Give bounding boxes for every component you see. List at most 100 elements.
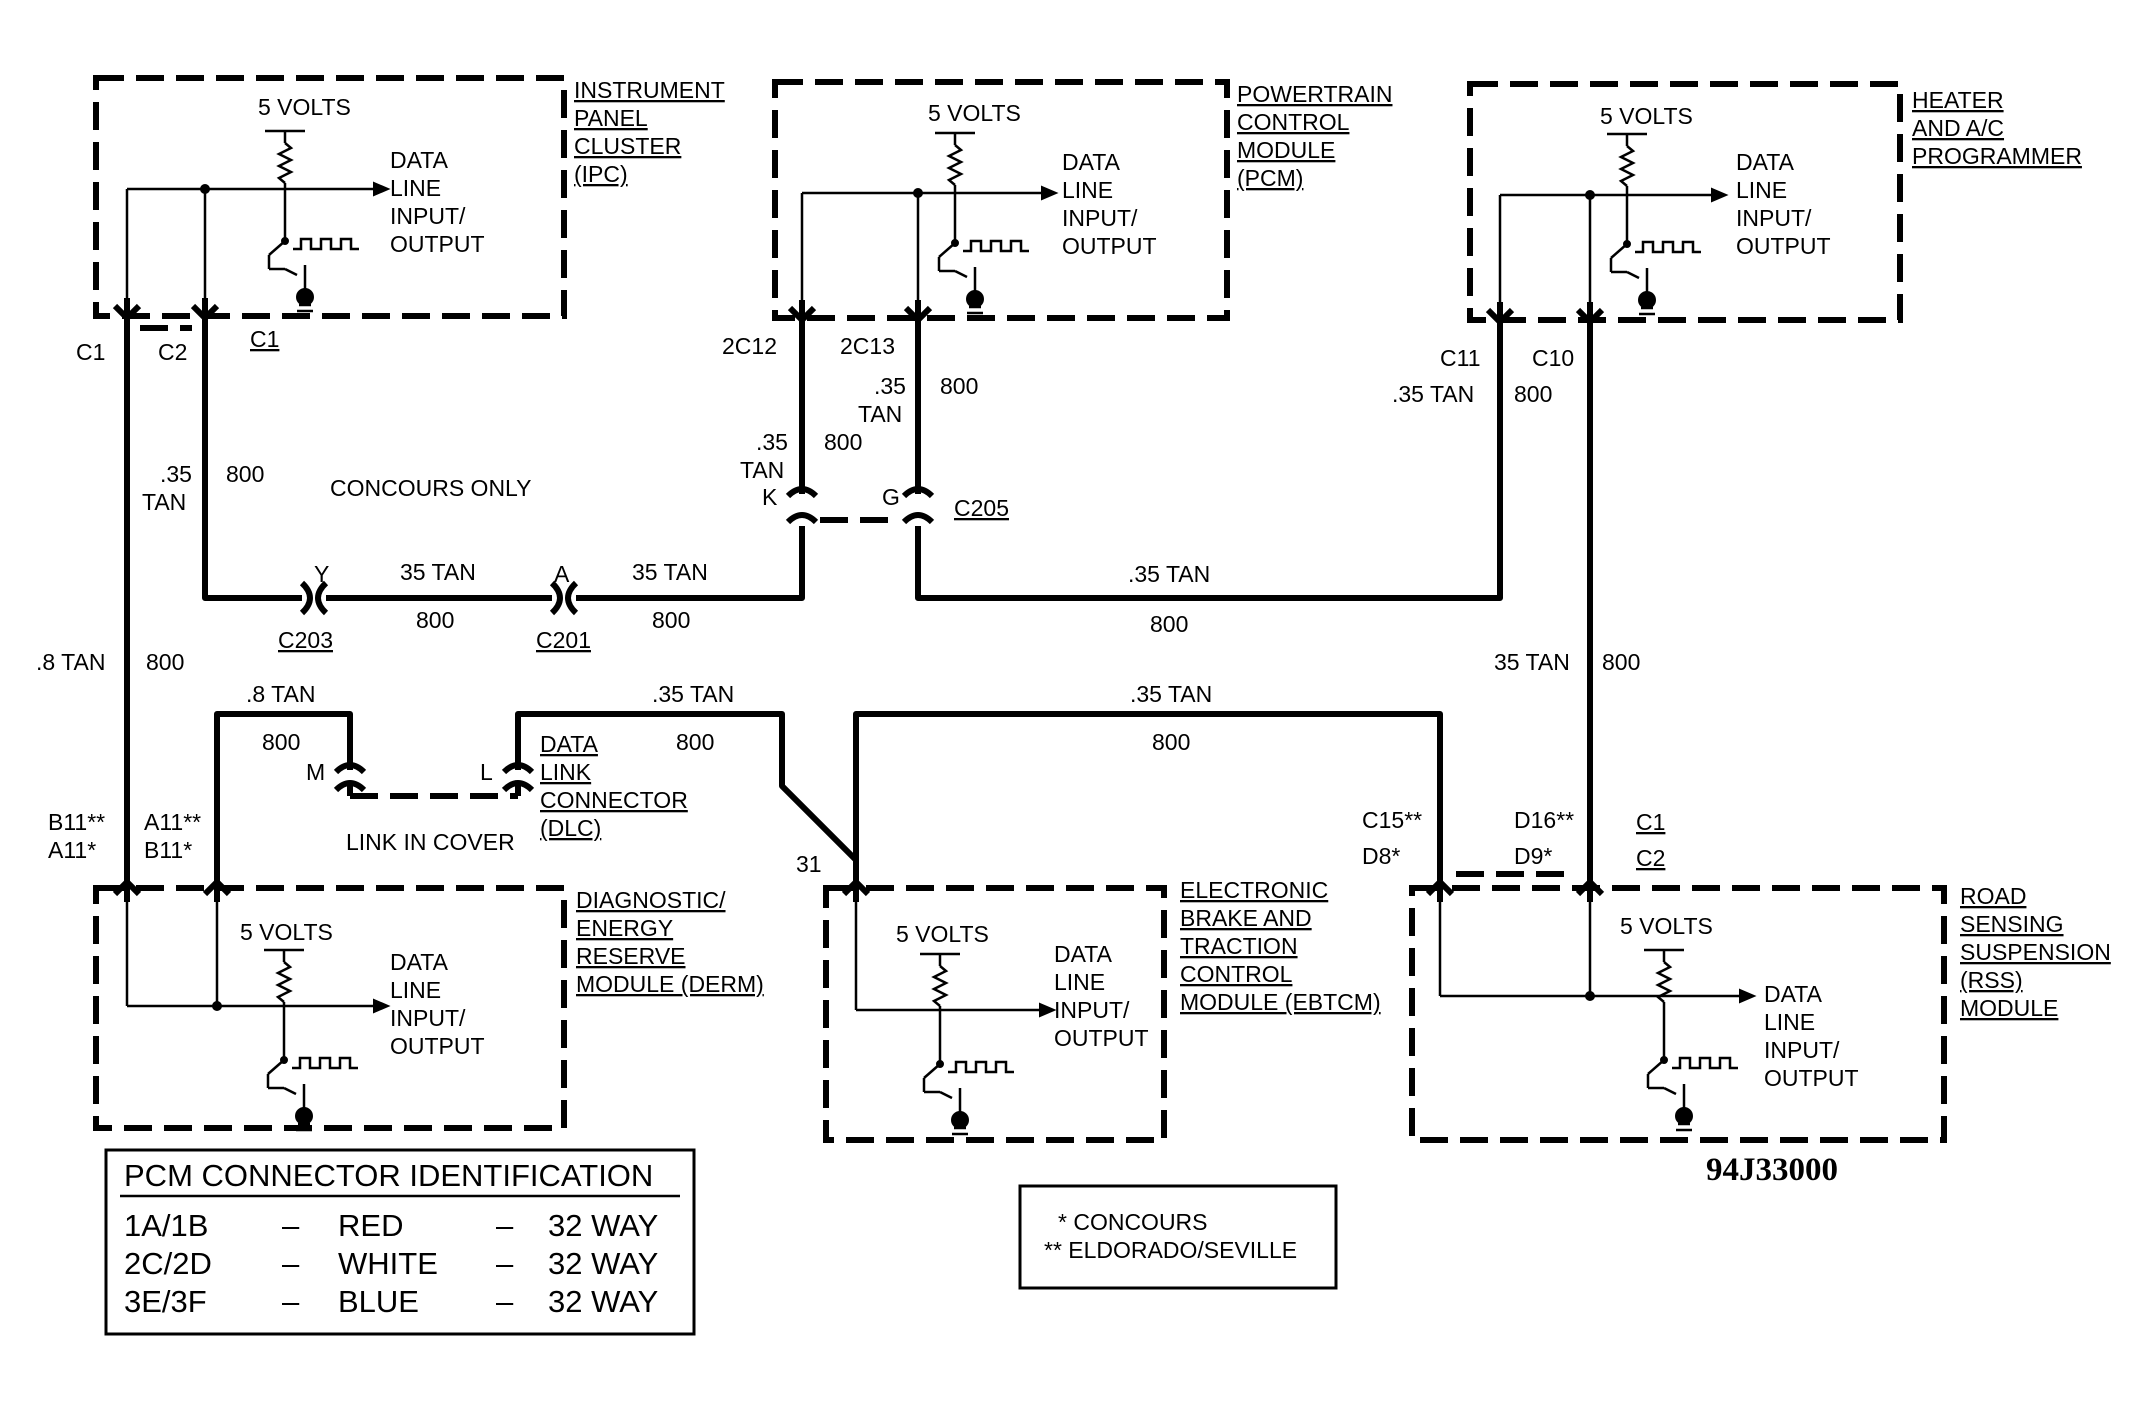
hvac-pin-c11: C11 — [1440, 345, 1481, 371]
pcm-table-row-1: 1A/1B – RED – 32 WAY — [124, 1208, 658, 1243]
rss-pin-d8e: D8* — [1362, 843, 1400, 869]
ebtcm-title-l4: CONTROL — [1180, 961, 1293, 987]
dlc-title-l4: (DLC) — [540, 815, 601, 841]
pcm-title-l4: (PCM) — [1237, 165, 1303, 191]
ebtcm-pin-31-label: 31 — [796, 851, 822, 877]
legend-concours: * CONCOURS — [1058, 1209, 1208, 1235]
pcm-pin-2c13: 2C13 — [840, 333, 895, 359]
ebtcm-rss-wire: .35 TAN — [1130, 681, 1212, 707]
pcm-circuit-symbol — [933, 131, 1031, 315]
derm-pin-1 — [115, 862, 139, 902]
c201-c205-circuit: 800 — [652, 607, 690, 633]
pcm-volts: 5 VOLTS — [928, 100, 1021, 126]
wire-ebtcm-rss — [853, 711, 1443, 870]
rss-connector-c2: C2 — [1636, 845, 1665, 871]
c203-connector-half-b — [315, 580, 329, 616]
hvac-c10-circuit: 800 — [1602, 649, 1640, 675]
svg-text:32 WAY: 32 WAY — [548, 1208, 658, 1243]
pcm-2c13-gauge: .35 — [874, 373, 906, 399]
data-link-connector: M L LINK IN COVER DATA LINK CONNECTOR (D… — [306, 731, 688, 855]
c205-pin-g: G — [882, 484, 900, 510]
derm-pin-2 — [205, 862, 229, 902]
c205-hvac-circuit: 800 — [1150, 611, 1188, 637]
pcm-circuit-l3: INPUT/ — [1062, 205, 1138, 231]
pcm-circuit-l1: DATA — [1062, 149, 1121, 175]
hvac-title-l2: AND A/C — [1912, 115, 2004, 141]
ebtcm-title-l5: MODULE (EBTCM) — [1180, 989, 1381, 1015]
ipc-title-l4: (IPC) — [574, 161, 628, 187]
connector-c205: C205 — [954, 495, 1009, 521]
ebtcm-circuit-l2: LINE — [1054, 969, 1105, 995]
legend-box: * CONCOURS ** ELDORADO/SEVILLE — [1018, 1184, 1338, 1290]
svg-text:32 WAY: 32 WAY — [548, 1246, 658, 1281]
dlc-title-l1: DATA — [540, 731, 599, 757]
ipc-title-l2: PANEL — [574, 105, 648, 131]
rss-title-l3: SUSPENSION — [1960, 939, 2111, 965]
ipc-pin-c2: C2 — [158, 339, 187, 365]
ebtcm-circuit-l1: DATA — [1054, 941, 1113, 967]
ipc-pin-c1: C1 — [76, 339, 105, 365]
svg-text:BLUE: BLUE — [338, 1284, 419, 1319]
ebtcm-volts: 5 VOLTS — [896, 921, 989, 947]
ebtcm-title-l3: TRACTION — [1180, 933, 1298, 959]
rss-pin-1 — [1428, 862, 1452, 902]
svg-text:–: – — [496, 1284, 514, 1319]
derm-pin-a11ee: A11** — [144, 809, 201, 835]
dlc-pin-m-label: M — [306, 759, 325, 785]
hvac-title-l3: PROGRAMMER — [1912, 143, 2082, 169]
module-derm: 5 VOLTS DATA LINE INPUT/ OUTPUT DIAGNOST… — [93, 862, 764, 1132]
rss-title-l4: (RSS) — [1960, 967, 2023, 993]
hvac-pin-c10: C10 — [1532, 345, 1574, 371]
figure-id: 94J33000 — [1706, 1152, 1838, 1188]
svg-text:–: – — [496, 1208, 514, 1243]
hvac-volts: 5 VOLTS — [1600, 103, 1693, 129]
legend-eldorado-seville: ** ELDORADO/SEVILLE — [1044, 1237, 1297, 1263]
module-ebtcm: 5 VOLTS DATA LINE INPUT/ OUTPUT ELECTRON… — [823, 862, 1381, 1143]
pcm-table-title: PCM CONNECTOR IDENTIFICATION — [124, 1158, 653, 1193]
c205-pin-g-bottom — [901, 512, 935, 525]
ipc-circuit-l3: INPUT/ — [390, 203, 466, 229]
ipc-volts: 5 VOLTS — [258, 94, 351, 120]
ipc-c1-circuit: 800 — [146, 649, 184, 675]
svg-text:3E/3F: 3E/3F — [124, 1284, 207, 1319]
c201-pin-a: A — [554, 561, 570, 587]
hvac-circuit-l1: DATA — [1736, 149, 1795, 175]
ebtcm-circuit-symbol — [918, 952, 1016, 1136]
svg-text:WHITE: WHITE — [338, 1246, 438, 1281]
pcm-2c12-circuit: 800 — [824, 429, 862, 455]
derm-circuit-l4: OUTPUT — [390, 1033, 485, 1059]
dlc-title-l2: LINK — [540, 759, 592, 785]
hvac-c11-circuit: 800 — [1514, 381, 1552, 407]
wire-dlc-l-ebtcm — [515, 711, 859, 863]
module-ipc: 5 VOLTS DATA LINE INPUT/ OUTPUT INSTRUME… — [93, 75, 725, 319]
c203-c201-circuit: 800 — [416, 607, 454, 633]
ipc-c2-color: TAN — [142, 489, 186, 515]
hvac-c11-wire: .35 TAN — [1392, 381, 1474, 407]
ebtcm-title-l2: BRAKE AND — [1180, 905, 1312, 931]
derm-title-l4: MODULE (DERM) — [576, 971, 764, 997]
svg-text:1A/1B: 1A/1B — [124, 1208, 208, 1243]
svg-text:32 WAY: 32 WAY — [548, 1284, 658, 1319]
rss-title-l5: MODULE — [1960, 995, 2058, 1021]
derm-title-l1: DIAGNOSTIC/ — [576, 887, 726, 913]
pcm-table-row-3: 3E/3F – BLUE – 32 WAY — [124, 1284, 658, 1319]
dlc-ebtcm-circuit: 800 — [676, 729, 714, 755]
svg-text:–: – — [496, 1246, 514, 1281]
pcm-title-l2: CONTROL — [1237, 109, 1350, 135]
rss-circuit-l1: DATA — [1764, 981, 1823, 1007]
ebtcm-circuit-l4: OUTPUT — [1054, 1025, 1149, 1051]
svg-text:–: – — [282, 1208, 300, 1243]
pcm-connector-id-table: PCM CONNECTOR IDENTIFICATION 1A/1B – RED… — [104, 1148, 696, 1336]
module-pcm: 5 VOLTS DATA LINE INPUT/ OUTPUT POWERTRA… — [772, 79, 1392, 321]
wire-c205g-hvac-c11 — [915, 336, 1503, 601]
svg-text:2C/2D: 2C/2D — [124, 1246, 212, 1281]
pcm-2c13-circuit: 800 — [940, 373, 978, 399]
c201-connector-half-a — [549, 580, 563, 616]
note-concours-only: CONCOURS ONLY — [330, 475, 532, 501]
c203-c201-wire: 35 TAN — [400, 559, 476, 585]
pcm-2c12-color: TAN — [740, 457, 784, 483]
note-link-in-cover: LINK IN COVER — [346, 829, 515, 855]
ipc-circuit-l1: DATA — [390, 147, 449, 173]
svg-text:–: – — [282, 1284, 300, 1319]
